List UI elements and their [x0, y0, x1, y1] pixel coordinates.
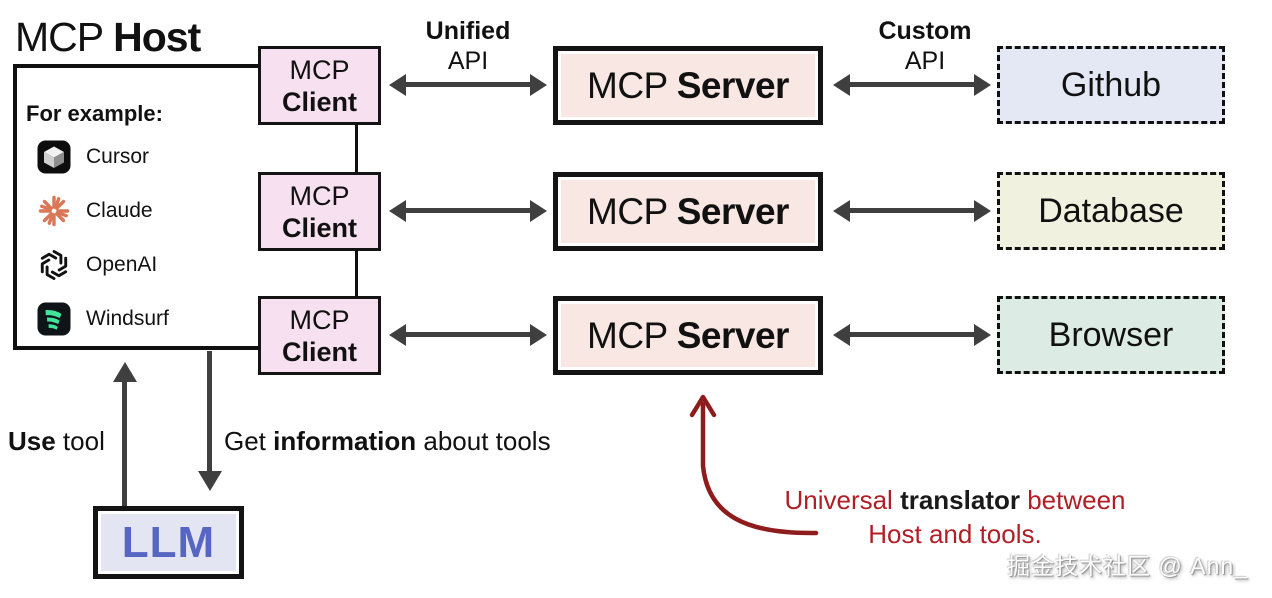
- get-information-text: Get information about tools: [224, 426, 551, 457]
- get-info-post: about tools: [416, 426, 551, 456]
- use-tool-text-bold: Use: [8, 426, 56, 456]
- mcp-host-container: [13, 64, 260, 350]
- mcp-client-box-3: MCP Client: [258, 296, 381, 375]
- mcp-client-box-1: MCP Client: [258, 46, 381, 125]
- host-subtitle: For example:: [26, 101, 163, 126]
- github-box: Github: [997, 46, 1225, 124]
- client-line2: Client: [281, 336, 357, 367]
- client-line2: Client: [281, 212, 357, 243]
- annotation-bold: translator: [900, 485, 1020, 515]
- mcp-client-box-2: MCP Client: [258, 172, 381, 251]
- llm-label: LLM: [121, 517, 216, 567]
- database-box: Database: [997, 172, 1225, 250]
- browser-label: Browser: [1048, 315, 1174, 354]
- client-line2: Client: [281, 86, 357, 117]
- unified-api-sub: API: [447, 47, 489, 75]
- annotation-text: Universal translator between Host and to…: [765, 483, 1145, 551]
- client-connector-line-1: [355, 124, 358, 172]
- github-label: Github: [1060, 65, 1162, 104]
- list-item-claude: Claude: [37, 193, 153, 229]
- server-browser-arrow: [833, 324, 991, 346]
- annotation-pre: Universal: [784, 485, 901, 515]
- server-label-bold: Server: [676, 314, 790, 356]
- list-item-openai: OpenAI: [37, 247, 157, 283]
- use-tool-arrow: [113, 362, 137, 506]
- get-information-arrow: [198, 351, 222, 491]
- client-line1: MCP: [289, 304, 350, 335]
- server-label-regular: MCP: [587, 190, 668, 232]
- unified-api-label: Unified API: [388, 16, 548, 76]
- watermark: 掘金技术社区 @ Ann_: [1007, 553, 1248, 579]
- client-server-arrow-1: [389, 74, 547, 96]
- use-tool-text-rest: tool: [55, 426, 105, 456]
- title-host: Host: [113, 14, 201, 60]
- list-item-windsurf: Windsurf: [37, 301, 169, 337]
- database-label: Database: [1038, 191, 1184, 230]
- client-line1: MCP: [289, 54, 350, 85]
- server-database-arrow: [833, 200, 991, 222]
- get-info-pre: Get: [224, 426, 274, 456]
- client-connector-line-2: [355, 250, 358, 296]
- custom-api-label: Custom API: [845, 16, 1005, 76]
- client-server-arrow-2: [389, 200, 547, 222]
- server-label-bold: Server: [676, 64, 790, 106]
- get-info-bold: information: [273, 426, 417, 456]
- list-item-label: Claude: [86, 199, 153, 222]
- windsurf-icon: [37, 302, 71, 336]
- list-item-label: Cursor: [86, 145, 150, 168]
- annotation-post: between: [1019, 485, 1126, 515]
- title-mcp: MCP: [15, 14, 104, 60]
- annotation-line2: Host and tools.: [868, 519, 1042, 549]
- list-item-cursor: Cursor: [37, 139, 149, 175]
- openai-icon: [40, 250, 68, 280]
- claude-icon: [38, 195, 70, 227]
- client-server-arrow-3: [389, 324, 547, 346]
- use-tool-text: Use tool: [8, 426, 105, 457]
- server-label-bold: Server: [676, 190, 790, 232]
- unified-label: Unified: [425, 17, 511, 45]
- list-item-label: OpenAI: [86, 253, 158, 276]
- llm-box: LLM: [93, 506, 244, 579]
- custom-api-sub: API: [904, 47, 946, 75]
- cursor-icon: [37, 140, 71, 174]
- list-item-label: Windsurf: [86, 307, 169, 330]
- custom-label: Custom: [878, 17, 972, 45]
- server-github-arrow: [833, 74, 991, 96]
- server-label-regular: MCP: [587, 64, 668, 106]
- client-line1: MCP: [289, 180, 350, 211]
- server-label-regular: MCP: [587, 314, 668, 356]
- browser-box: Browser: [997, 296, 1225, 374]
